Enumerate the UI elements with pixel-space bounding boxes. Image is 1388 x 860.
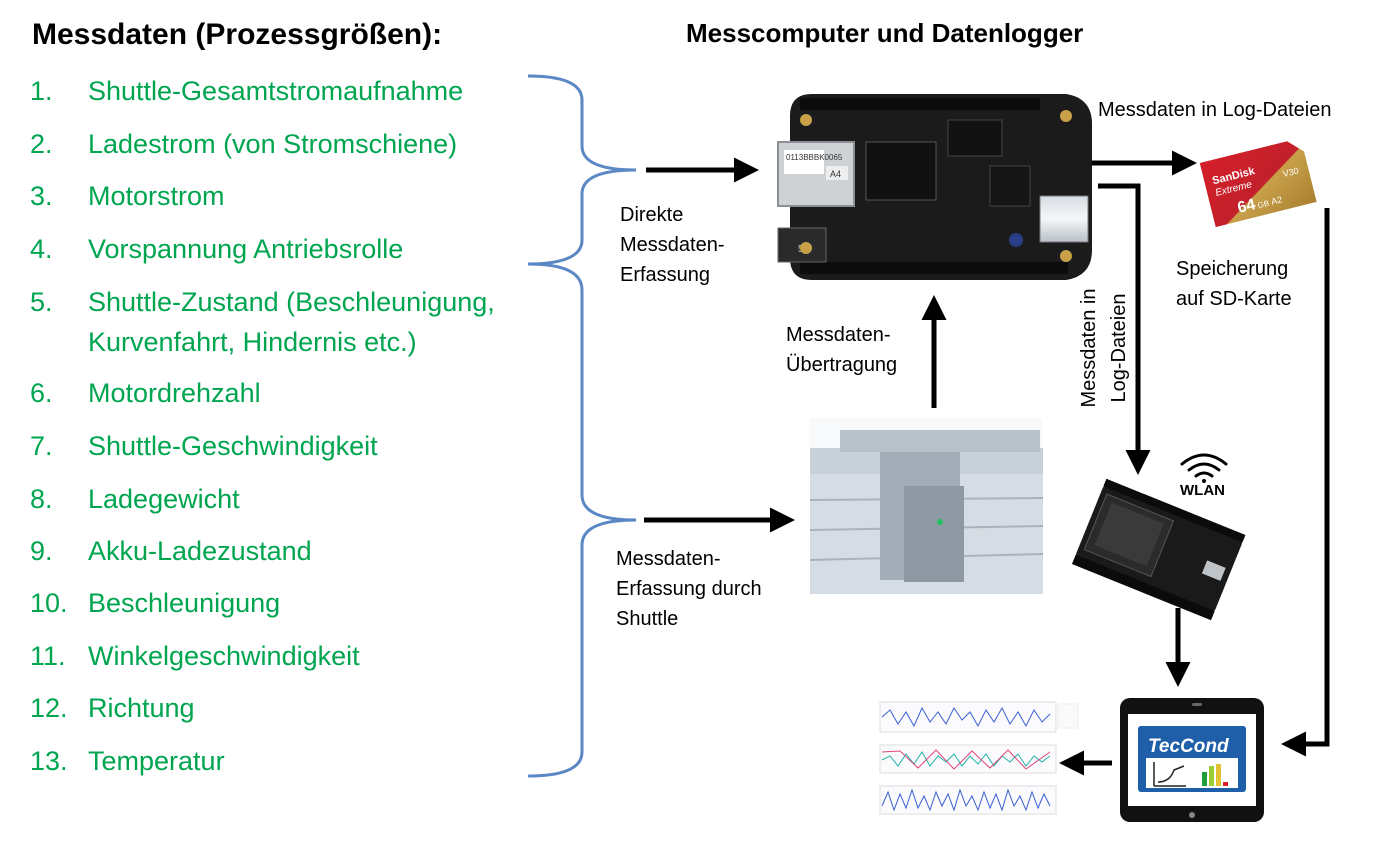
esp-module-image bbox=[1071, 478, 1246, 621]
list-item: 3.Motorstrom bbox=[30, 181, 225, 211]
list-item: 6.Motordrehzahl bbox=[30, 378, 261, 408]
list-item: 5.Shuttle-Zustand (Beschleunigung,Kurven… bbox=[30, 287, 495, 357]
list-item: 13.Temperatur bbox=[30, 746, 225, 776]
transfer-label: Messdaten-Übertragung bbox=[786, 324, 898, 376]
logfiles-label: Messdaten in Log-Dateien bbox=[1098, 99, 1332, 121]
svg-text:0113BBBK0065: 0113BBBK0065 bbox=[786, 153, 843, 162]
arrow-to-wifi-module bbox=[1098, 183, 1151, 475]
svg-text:A2: A2 bbox=[1270, 194, 1283, 206]
datalogger-heading: Messcomputer und Datenlogger bbox=[686, 18, 1084, 48]
svg-text:GB: GB bbox=[1257, 199, 1270, 211]
lower-brace bbox=[527, 262, 637, 778]
list-item: 2.Ladestrom (von Stromschiene) bbox=[30, 129, 458, 159]
wifi-icon bbox=[1180, 453, 1228, 483]
list-item: 10.Beschleunigung bbox=[30, 588, 281, 618]
measurements-heading: Messdaten (Prozessgrößen): bbox=[32, 18, 443, 51]
list-item: 11.Winkelgeschwindigkeit bbox=[30, 641, 360, 671]
list-item: 1.Shuttle-Gesamtstromaufnahme bbox=[30, 76, 464, 106]
list-item: 8.Ladegewicht bbox=[30, 484, 240, 514]
tablet-image: TecCond bbox=[1120, 698, 1264, 822]
list-item: 12.Richtung bbox=[30, 693, 195, 723]
list-item: 7.Shuttle-Geschwindigkeit bbox=[30, 431, 378, 461]
svg-text:A4: A4 bbox=[830, 169, 841, 179]
list-item: 9.Akku-Ladezustand bbox=[30, 536, 312, 566]
beaglebone-board-image: 0113BBBK0065 A4 5V bbox=[777, 94, 1092, 280]
svg-text:TecCond: TecCond bbox=[1148, 736, 1229, 757]
list-item: 4.Vorspannung Antriebsrolle bbox=[30, 234, 404, 264]
wlan-label: WLAN bbox=[1180, 482, 1225, 499]
svg-text:64: 64 bbox=[1236, 196, 1257, 217]
arrow-sd-to-tablet bbox=[1281, 208, 1330, 757]
sdcard-image: SanDisk Extreme 64 GB A2 V30 bbox=[1199, 141, 1317, 228]
charts-thumbnail bbox=[879, 701, 1079, 815]
shuttle-photo bbox=[809, 418, 1044, 594]
upper-brace bbox=[527, 74, 637, 266]
svg-text:V30: V30 bbox=[1282, 166, 1300, 180]
